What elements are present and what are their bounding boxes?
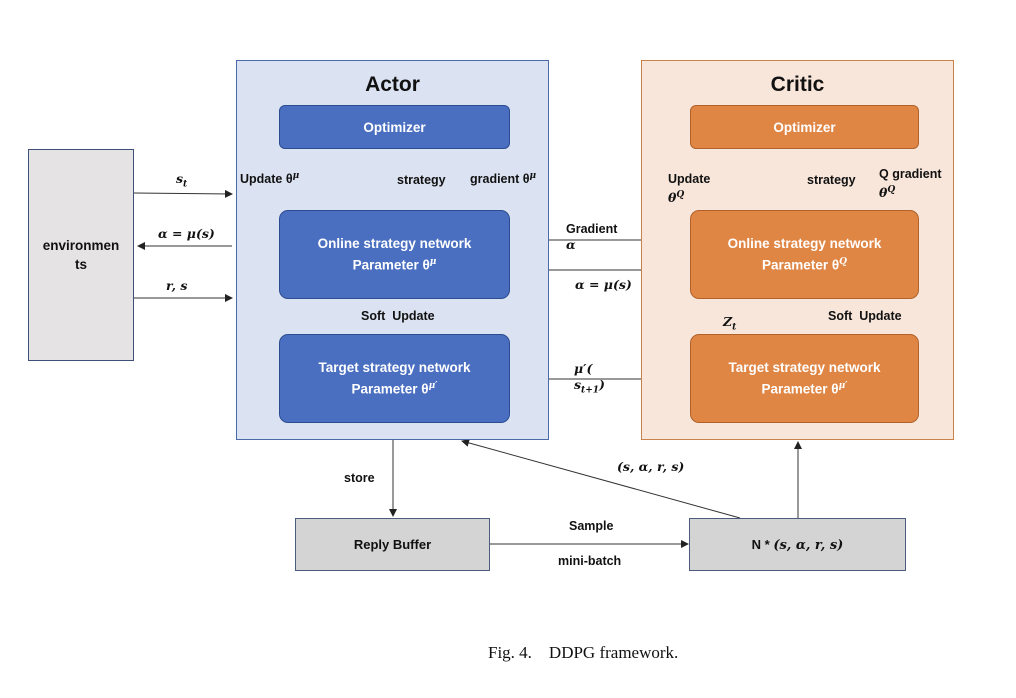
actor-gradient-label: gradient θμ (470, 171, 537, 187)
batch-box: N * (s, α, r, s) (689, 518, 906, 571)
actor-target-network-label: Target strategy network (318, 360, 471, 376)
mu-prime-label: μ′( st+1) (574, 361, 605, 396)
environment-label-line2: ts (74, 257, 87, 272)
actor-target-param: Parameter θμ′ (351, 381, 438, 397)
critic-target-param: Parameter θμ′ (761, 381, 848, 397)
actor-title: Actor (365, 73, 420, 96)
critic-online-param: Parameter θQ (762, 257, 847, 273)
critic-q-gradient-label: Q gradient θQ (879, 167, 942, 201)
state-label: st (176, 171, 188, 190)
alpha-mu-label: α = μ(s) (575, 277, 632, 292)
reward-label: r, s (166, 278, 188, 293)
actor-target-network: Target strategy network Parameter θμ′ (279, 334, 510, 423)
critic-target-network: Target strategy network Parameter θμ′ (690, 334, 919, 423)
action-label: α = μ(s) (158, 226, 215, 241)
reply-buffer-box: Reply Buffer (295, 518, 490, 571)
critic-soft-update-label: Soft Update (828, 309, 902, 323)
arrow-batch-to-actor (461, 439, 741, 519)
store-label: store (344, 471, 375, 485)
critic-online-network: Online strategy network Parameter θQ (690, 210, 919, 299)
batch-label: N * (s, α, r, s) (751, 536, 844, 553)
critic-optimizer: Optimizer (690, 105, 919, 149)
actor-optimizer: Optimizer (279, 105, 510, 149)
critic-online-network-label: Online strategy network (727, 236, 882, 252)
arrow-state-to-actor (133, 189, 233, 198)
actor-online-network: Online strategy network Parameter θμ (279, 210, 510, 299)
minibatch-label: mini-batch (558, 554, 622, 568)
environment-box: environmen ts (28, 149, 134, 361)
sample-label: Sample (569, 519, 614, 533)
actor-online-param: Parameter θμ (352, 257, 437, 273)
gradient-link-label: Gradient α (566, 222, 618, 252)
critic-title: Critic (770, 73, 825, 96)
critic-update-label: Update θQ (668, 172, 711, 206)
experience-tuple-label: (s, α, r, s) (617, 459, 685, 474)
environment-label-line1: environmen (42, 238, 120, 253)
actor-strategy-label: strategy (397, 173, 446, 187)
critic-target-network-label: Target strategy network (728, 360, 881, 376)
actor-online-network-label: Online strategy network (317, 236, 472, 252)
critic-z-label: Zt (723, 314, 737, 333)
actor-update-label: Update θμ (240, 171, 300, 187)
actor-soft-update-label: Soft Update (361, 309, 435, 323)
critic-strategy-label: strategy (807, 173, 856, 187)
figure-caption: Fig. 4. DDPG framework. (488, 643, 679, 662)
